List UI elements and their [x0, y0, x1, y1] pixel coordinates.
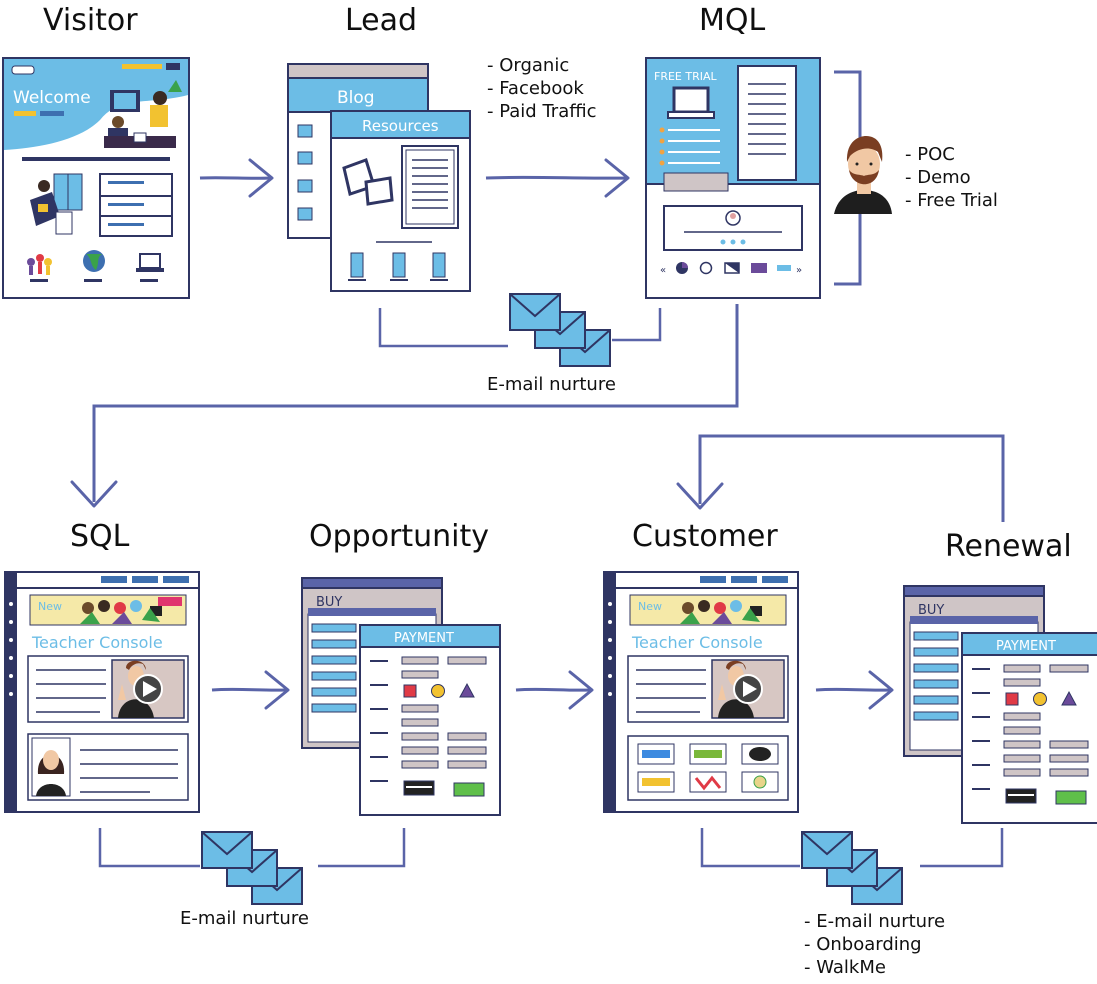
visitor-page-illustration: Welcome: [2, 57, 190, 299]
opportunity-payment-illustration: BUY PAYMENT: [301, 577, 501, 816]
payment-label: PAYMENT: [996, 639, 1056, 654]
play-icon: [133, 674, 163, 704]
arrow-customer-to-renewal: [815, 670, 894, 710]
email-nurture-caption-top: E-mail nurture: [487, 374, 616, 395]
blog-label: Blog: [337, 88, 375, 108]
connector-renewal-to-customer: [676, 434, 1005, 522]
arrow-lead-to-mql: [485, 158, 630, 198]
email-nurture-top: [378, 293, 662, 367]
customer-post-sale-actions: - E-mail nurture - Onboarding - WalkMe: [804, 910, 945, 979]
lead-traffic-sources: - Organic - Facebook - Paid Traffic: [487, 54, 597, 123]
reader-in-chair-illustration: [30, 173, 83, 235]
integration-app-tiles: [637, 743, 779, 793]
teacher-console-title: Teacher Console: [631, 633, 763, 652]
mql-sales-actions: - POC - Demo - Free Trial: [905, 143, 998, 212]
globe-icon: [83, 250, 105, 282]
stage-title-lead: Lead: [345, 3, 418, 38]
laptop-icon: [136, 253, 164, 282]
lead-page-illustration: Blog Resources: [287, 63, 471, 292]
post-sale-item: - E-mail nurture: [804, 911, 946, 932]
welcome-banner-text: Welcome: [13, 88, 91, 108]
sql-teacher-console-illustration: New Teacher Console: [4, 571, 200, 813]
traffic-source-item: - Paid Traffic: [487, 101, 597, 122]
stage-title-customer: Customer: [632, 519, 778, 554]
classroom-scene: [680, 600, 762, 624]
envelope-stack-icon: [509, 293, 611, 367]
traffic-source-item: - Organic: [487, 55, 570, 76]
customer-teacher-console-illustration: New Teacher Console: [603, 571, 799, 813]
sales-action-item: - Free Trial: [905, 190, 998, 211]
new-badge: New: [638, 600, 662, 613]
laptop-icon: [667, 86, 715, 119]
team-at-desk-illustration: [104, 80, 182, 148]
stage-title-renewal: Renewal: [945, 529, 1072, 564]
stage-title-mql: MQL: [699, 3, 766, 38]
people-icon: [27, 254, 52, 282]
envelope-stack-icon: [201, 831, 303, 905]
video-presenter: [118, 660, 154, 718]
resources-label: Resources: [362, 117, 439, 135]
sales-action-item: - Demo: [905, 167, 971, 188]
teacher-console-title: Teacher Console: [31, 633, 163, 652]
devices-icon: [342, 158, 394, 206]
buy-label: BUY: [316, 595, 342, 610]
classroom-scene: [80, 600, 162, 624]
renewal-payment-illustration: BUY PAYMENT: [903, 585, 1097, 824]
arrow-visitor-to-lead: [199, 158, 274, 198]
arrow-opportunity-to-customer: [515, 670, 594, 710]
free-trial-label: FREE TRIAL: [654, 70, 717, 83]
mql-page-illustration: FREE TRIAL « »: [645, 57, 821, 299]
svg-text:«: «: [660, 265, 666, 276]
svg-text:»: »: [796, 265, 802, 276]
sales-action-item: - POC: [905, 144, 955, 165]
connector-mql-to-sql: [70, 304, 739, 508]
envelope-stack-icon: [801, 831, 903, 905]
stage-title-opportunity: Opportunity: [309, 519, 490, 554]
email-nurture-bottom-left: [98, 828, 406, 905]
buy-label: BUY: [918, 603, 944, 618]
email-nurture-caption-bottom-left: E-mail nurture: [180, 908, 309, 929]
student-portrait: [36, 750, 66, 796]
post-sale-item: - Onboarding: [804, 934, 922, 955]
arrow-sql-to-opportunity: [211, 670, 290, 710]
email-nurture-bottom-right: [700, 828, 1004, 905]
post-sale-item: - WalkMe: [804, 957, 886, 978]
play-icon: [733, 674, 763, 704]
stage-title-visitor: Visitor: [43, 3, 138, 38]
sales-rep-avatar: [834, 136, 892, 214]
stage-title-sql: SQL: [70, 519, 130, 554]
traffic-source-item: - Facebook: [487, 78, 584, 99]
payment-label: PAYMENT: [394, 631, 454, 646]
new-badge: New: [38, 600, 62, 613]
carousel-controls: « »: [660, 261, 802, 276]
